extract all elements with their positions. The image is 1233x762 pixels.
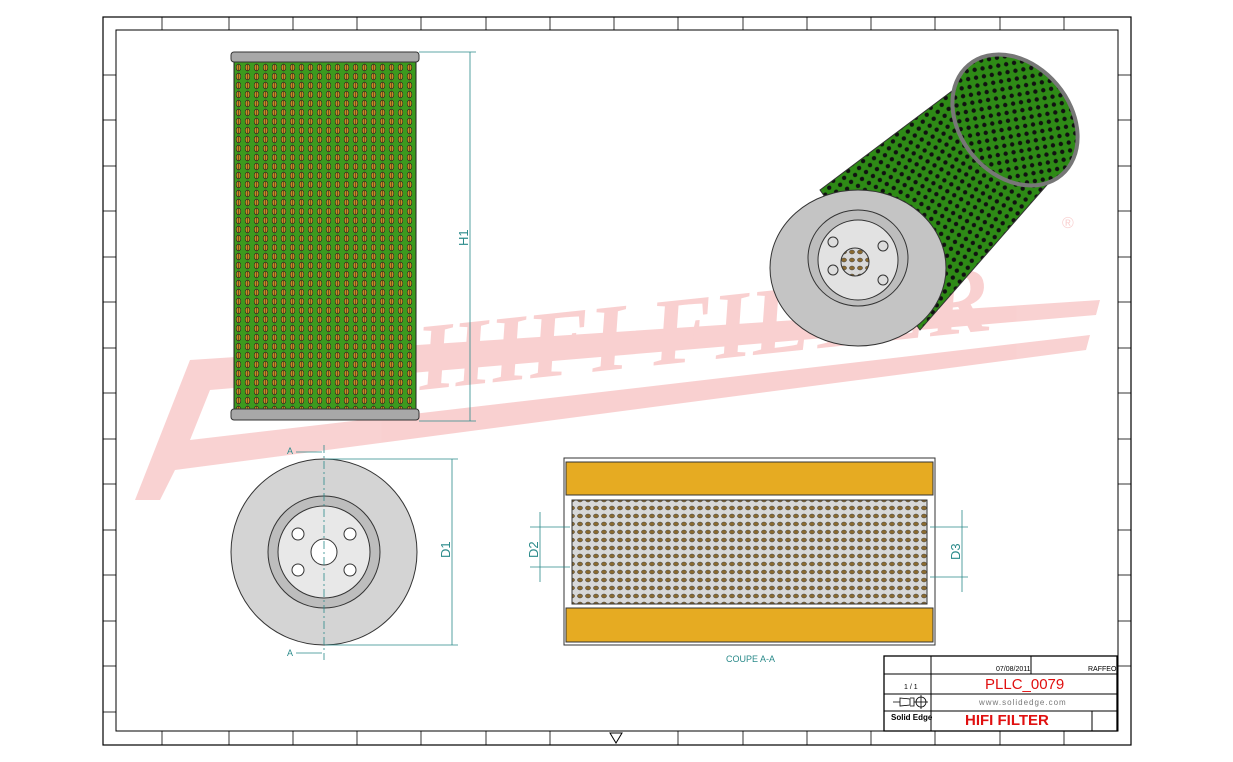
drawing-title: PLLC_0079: [985, 676, 1065, 693]
dimension-label-d1: D1: [438, 541, 453, 558]
drawn-by-value: RAFFEO: [1088, 666, 1117, 673]
title-block-frame: [883, 655, 1118, 732]
section-marker-top: A: [287, 446, 293, 456]
company-name: HIFI FILTER: [965, 712, 1049, 729]
dimension-label-d3: D3: [948, 543, 963, 560]
front-view: [230, 51, 420, 421]
bottom-view: [230, 445, 418, 660]
border-ticks: [103, 17, 1131, 745]
center-mark-icon: [609, 732, 623, 744]
title-block-icons: [893, 695, 928, 709]
inner-border: [115, 29, 1119, 732]
date-value: 07/08/2011: [996, 666, 1031, 673]
software-label: Solid Edge: [891, 713, 933, 722]
dimension-label-h1: H1: [456, 229, 471, 246]
isometric-view: [769, 52, 1080, 347]
section-view: [563, 457, 936, 646]
dimension-d2-d3: [530, 510, 968, 592]
section-label: COUPE A-A: [726, 654, 775, 664]
sheet-value: 1 / 1: [904, 684, 918, 691]
registered-mark: ®: [1062, 215, 1074, 232]
dimension-label-d2: D2: [526, 541, 541, 558]
dimension-d1: [296, 451, 458, 654]
section-marker-bottom: A: [287, 648, 293, 658]
website-text: www.solidedge.com: [979, 698, 1067, 707]
dimension-h1: [419, 51, 476, 422]
